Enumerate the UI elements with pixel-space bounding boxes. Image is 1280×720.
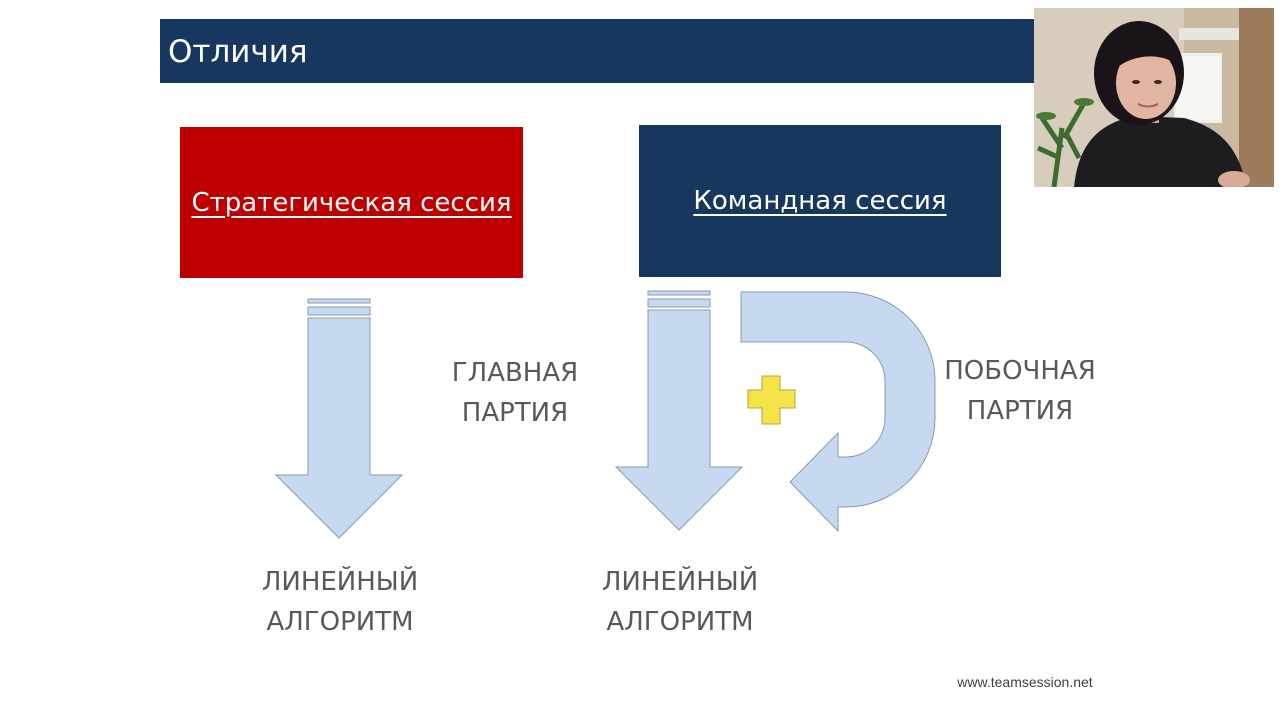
- plus-icon: [747, 375, 796, 425]
- side-line-caption-2: ПАРТИЯ: [966, 396, 1074, 426]
- strategic-session-link[interactable]: Стратегическая сессия: [191, 187, 512, 218]
- team-session-link[interactable]: Командная сессия: [693, 186, 947, 216]
- down-arrow-icon: [614, 290, 744, 531]
- linear-algorithm-caption-right: ЛИНЕЙНЫЙ АЛГОРИТМ: [580, 562, 780, 642]
- strategic-session-box: Стратегическая сессия: [180, 127, 523, 278]
- linear-algorithm-caption-left: ЛИНЕЙНЫЙ АЛГОРИТМ: [240, 562, 440, 642]
- main-line-caption: ГЛАВНАЯ ПАРТИЯ: [440, 353, 590, 433]
- side-line-caption: ПОБОЧНАЯ ПАРТИЯ: [930, 351, 1110, 431]
- footer-url[interactable]: www.teamsession.net: [957, 674, 1093, 690]
- linear-algorithm-caption-right-2: АЛГОРИТМ: [606, 607, 754, 637]
- down-arrow-icon: [274, 298, 404, 539]
- linear-algorithm-caption-right-1: ЛИНЕЙНЫЙ: [601, 567, 759, 597]
- title-bar: [160, 19, 1040, 83]
- main-line-caption-2: ПАРТИЯ: [461, 398, 569, 428]
- main-line-caption-1: ГЛАВНАЯ: [451, 358, 579, 388]
- presenter-video: [1034, 8, 1274, 187]
- linear-algorithm-caption-left-1: ЛИНЕЙНЫЙ: [261, 567, 419, 597]
- u-turn-arrow-icon: [740, 291, 936, 533]
- side-line-caption-1: ПОБОЧНАЯ: [944, 356, 1096, 386]
- presenter-webcam: [1034, 8, 1274, 187]
- slide-title: Отличия: [168, 34, 308, 70]
- linear-algorithm-caption-left-2: АЛГОРИТМ: [266, 607, 414, 637]
- team-session-box: Командная сессия: [639, 125, 1001, 277]
